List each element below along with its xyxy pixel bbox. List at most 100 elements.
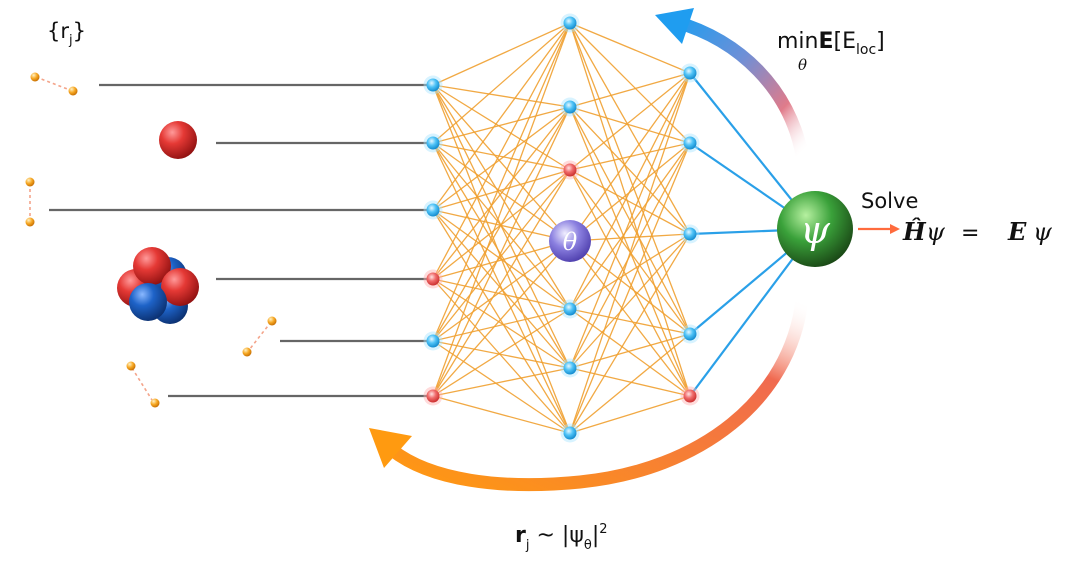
equation-psi-left: ψ (926, 218, 946, 246)
objective-loc: loc (856, 42, 876, 58)
edge (432, 340, 571, 434)
edge (569, 308, 691, 335)
edge (432, 209, 571, 369)
edge (569, 72, 691, 310)
positions-label-close: } (73, 19, 86, 43)
network-edges (432, 22, 691, 434)
sampling-bar: | (592, 523, 599, 548)
node-red (563, 163, 577, 177)
node-red (683, 389, 697, 403)
psi-node: ψ (777, 191, 853, 267)
edge (569, 142, 691, 310)
sampling-r: r (515, 523, 526, 548)
electron-pair-3 (242, 316, 277, 357)
node-blue (563, 100, 577, 114)
edge (569, 106, 691, 144)
objective-E: E (819, 29, 834, 54)
edge (432, 169, 571, 342)
edge (432, 169, 571, 211)
edge (432, 22, 571, 144)
objective-min: min (777, 29, 819, 54)
objective-subscript: θ (798, 56, 807, 74)
sampling-r-sub: j (525, 538, 530, 553)
theta-node: θ (549, 220, 591, 262)
electron-pair-1 (30, 72, 78, 96)
edge (432, 278, 571, 369)
edge (569, 22, 691, 235)
edge (432, 278, 571, 434)
edge (569, 333, 691, 369)
edge (569, 308, 691, 397)
edge (432, 22, 571, 280)
objective-bracket-close: ] (876, 29, 885, 54)
edge (432, 106, 571, 280)
edge (569, 240, 691, 397)
edge (569, 233, 691, 434)
edge (432, 209, 571, 434)
edge (569, 72, 691, 242)
edge (569, 72, 691, 108)
node-blue (683, 136, 697, 150)
equation-equals: = (961, 221, 979, 246)
edge (569, 233, 691, 310)
theta-node-label: θ (563, 228, 578, 256)
edge (432, 340, 571, 369)
solve-label: Solve (861, 189, 918, 213)
node-red (426, 389, 440, 403)
edge (432, 22, 571, 397)
edge (432, 209, 571, 242)
edge (432, 278, 571, 310)
edge (432, 22, 571, 86)
edge (569, 72, 691, 434)
edge (432, 395, 571, 434)
node-blue (563, 426, 577, 440)
hamiltonian-symbol: Ĥ (902, 217, 927, 246)
edge (432, 308, 571, 397)
edge (432, 367, 571, 397)
node-blue (426, 78, 440, 92)
solve-arrow (858, 224, 900, 234)
edge (432, 84, 571, 108)
nucleus-cluster (117, 247, 199, 324)
network-nodes (423, 13, 700, 443)
edge (569, 142, 691, 369)
node-blue (683, 327, 697, 341)
edge (569, 22, 691, 335)
edge (569, 22, 691, 74)
node-blue (683, 66, 697, 80)
psi-node-label: ψ (800, 208, 831, 252)
node-blue (563, 16, 577, 30)
node-blue (563, 361, 577, 375)
objective-bracket-open: [E (834, 29, 856, 54)
edge (569, 169, 691, 235)
positions-label-open: {r (47, 19, 69, 43)
edge (432, 106, 571, 342)
edge (569, 22, 691, 397)
edge (432, 106, 571, 397)
sampling-exponent: 2 (599, 522, 607, 537)
electron-pair-4 (126, 361, 160, 408)
node-red (426, 272, 440, 286)
positions-label-sub: j (68, 33, 73, 48)
edge (432, 240, 571, 397)
sampling-theta: θ (584, 538, 592, 553)
node-blue (426, 136, 440, 150)
edge (569, 233, 691, 369)
sampling-arrow (369, 293, 809, 492)
edge (432, 142, 571, 434)
edge (569, 72, 691, 171)
edge (432, 169, 571, 397)
edge (432, 142, 571, 171)
schrodinger-equation: Ĥ ψ = E ψ (902, 217, 1053, 246)
edge (569, 395, 691, 434)
edge (569, 142, 691, 434)
edge (432, 240, 571, 280)
svg-text:minE[Eloc]: minE[Eloc] (777, 29, 885, 58)
edge (432, 106, 571, 211)
node-blue (563, 302, 577, 316)
proton-ball (159, 121, 197, 159)
node-blue (426, 334, 440, 348)
edge (432, 22, 571, 211)
positions-label: {rj} (47, 19, 86, 48)
